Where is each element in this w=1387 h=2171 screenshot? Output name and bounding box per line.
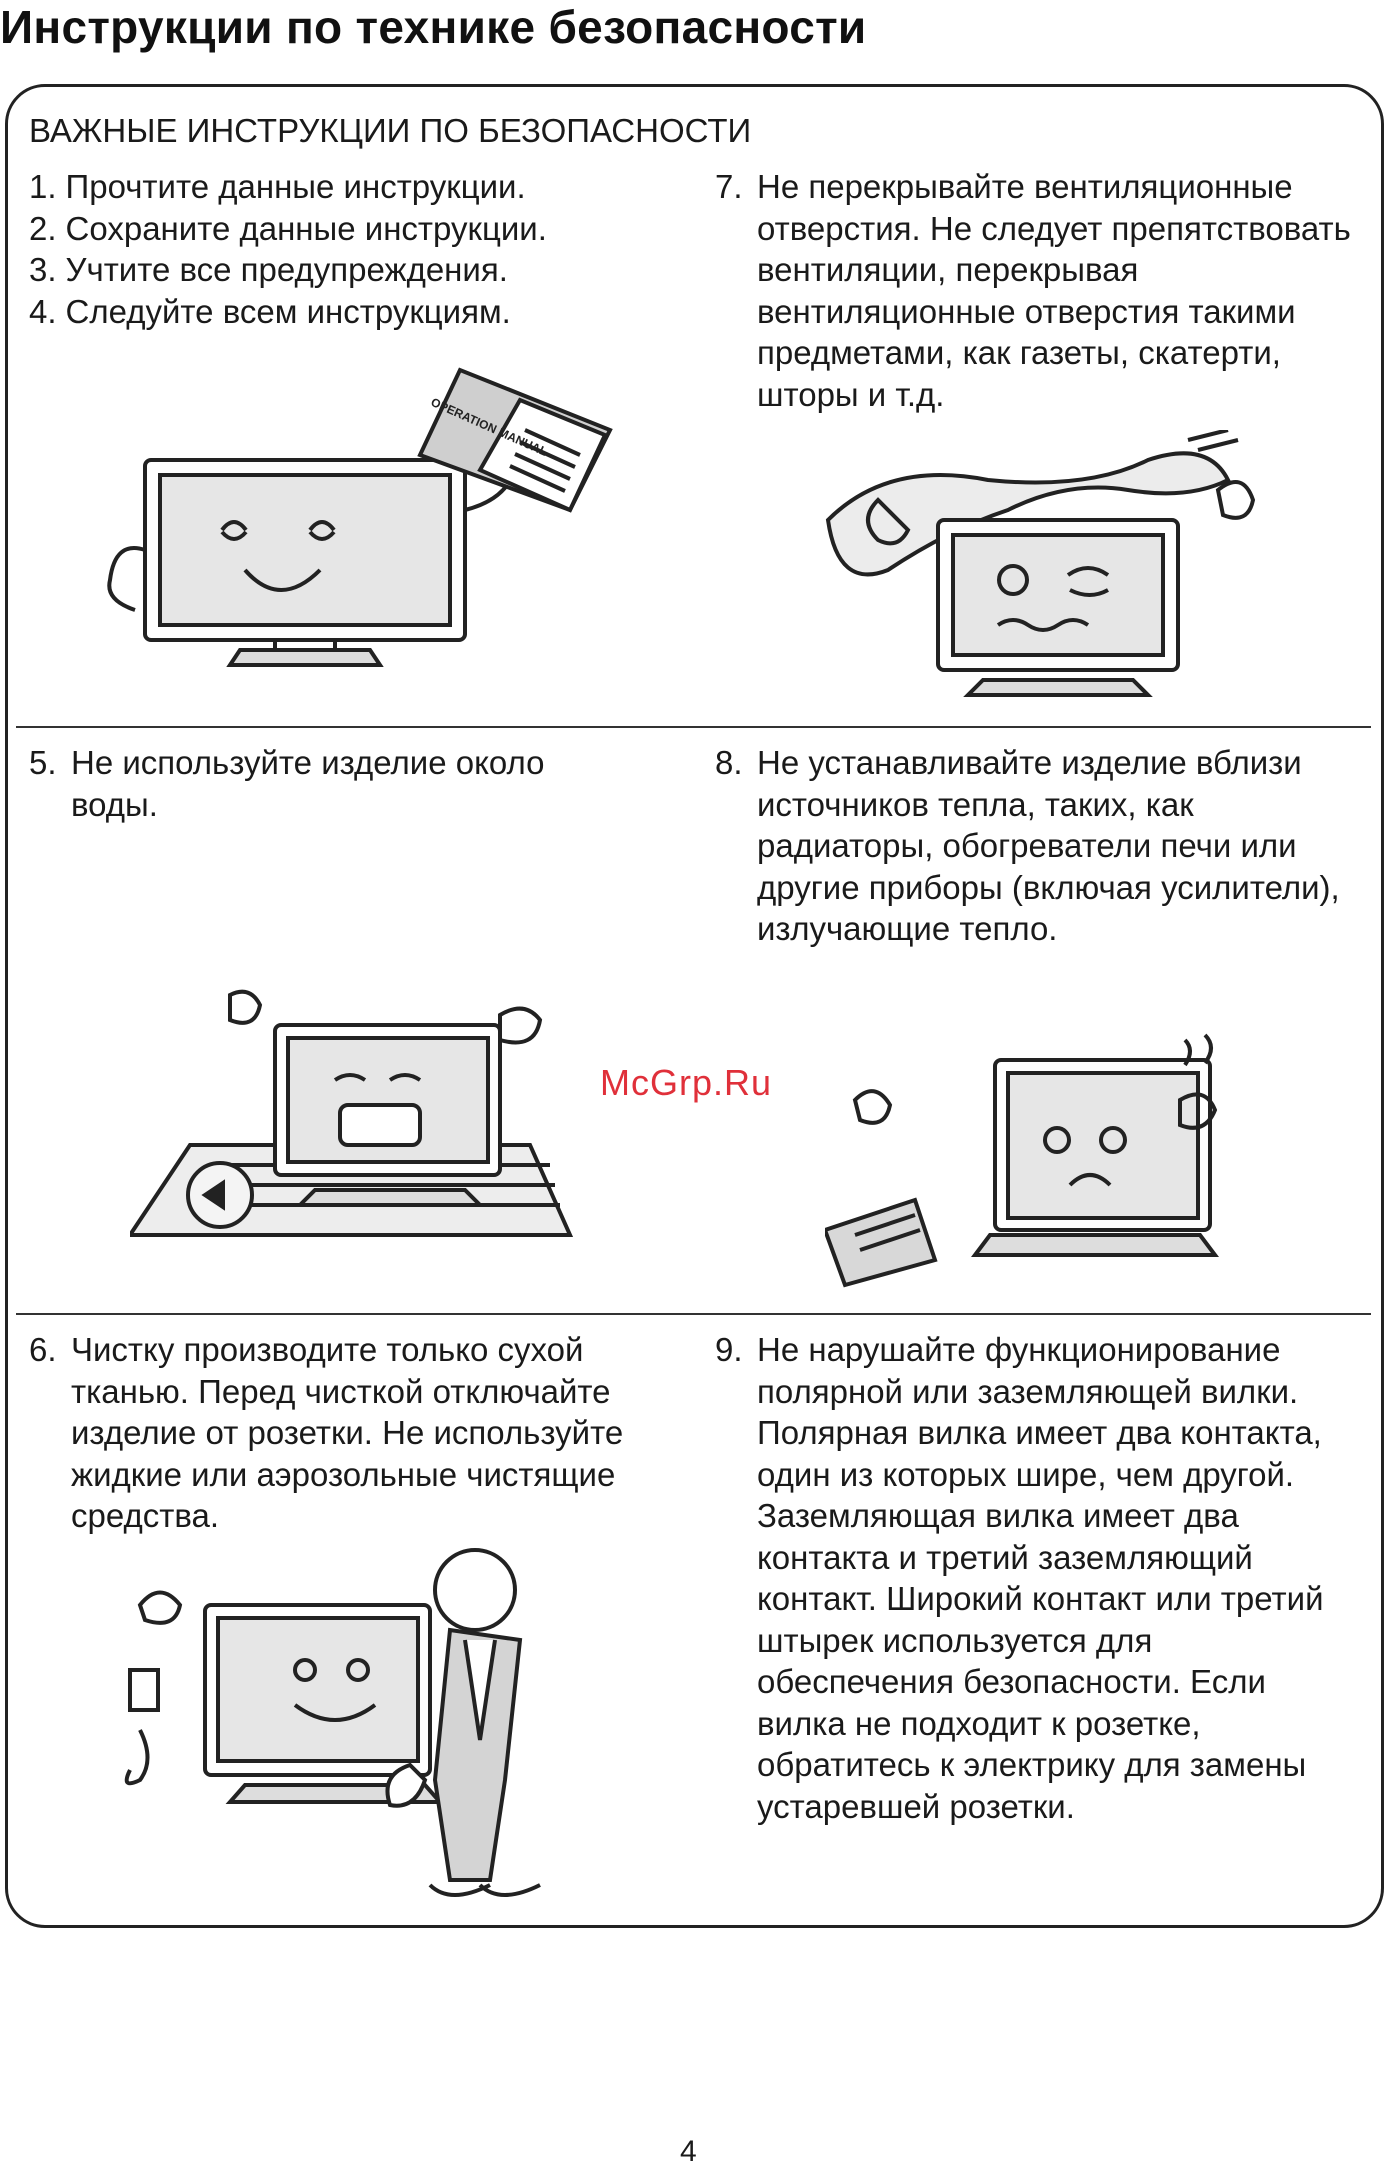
item-number: 4.: [29, 292, 57, 330]
list-item: 1.Прочтите данные инструкции.: [29, 166, 669, 208]
item-text: Учтите все предупреждения.: [65, 251, 508, 288]
tv-covered-ventilation-illustration: [825, 430, 1256, 697]
instruction-item-8: 8. Не устанавливайте изделие вблизи исто…: [715, 742, 1355, 950]
section-divider: [16, 1313, 1371, 1315]
item-number: 5.: [29, 744, 57, 781]
tv-near-heater-illustration: [825, 1033, 1219, 1288]
item-number: 9.: [715, 1331, 743, 1368]
list-item: 4.Следуйте всем инструкциям.: [29, 291, 669, 333]
instruction-item-9: 9. Не нарушайте функционирование полярно…: [715, 1329, 1355, 1827]
man-cleaning-tv-illustration: [124, 1548, 541, 1897]
item-text: Не перекрывайте вентиляционные отверстия…: [757, 168, 1351, 413]
page-number: 4: [680, 2135, 697, 2168]
item-text: Сохраните данные инструкции.: [65, 209, 547, 247]
item-text: Чистку производите только сухой тканью. …: [71, 1331, 624, 1534]
list-item: 3.Учтите все предупреждения.: [29, 249, 669, 291]
instruction-list-1-4: 1.Прочтите данные инструкции. 2.Сохранит…: [29, 166, 669, 332]
page-title: Инструкции по технике безопасности: [0, 1, 867, 53]
item-number: 1.: [29, 168, 57, 205]
item-text: Не нарушайте функционирование полярной и…: [757, 1331, 1324, 1825]
item-number: 2.: [29, 209, 57, 247]
item-text: Прочтите данные инструкции.: [65, 168, 526, 205]
list-item: 2.Сохраните данные инструкции.: [29, 208, 669, 250]
item-number: 3.: [29, 251, 57, 288]
item-number: 7.: [715, 168, 743, 205]
content-frame: [5, 84, 1384, 1928]
item-number: 8.: [715, 744, 743, 781]
item-number: 6.: [29, 1331, 57, 1368]
item-text: Следуйте всем инструкциям.: [65, 292, 511, 330]
instruction-item-5: 5. Не используйте изделие около воды.: [29, 742, 669, 825]
watermark: McGrp.Ru: [600, 1062, 773, 1103]
section-divider: [16, 726, 1371, 728]
instruction-item-7: 7. Не перекрывайте вентиляционные отверс…: [715, 166, 1355, 415]
instruction-item-6: 6. Чистку производите только сухой ткань…: [29, 1329, 689, 1537]
item-text: Не устанавливайте изделие вблизи источни…: [757, 744, 1340, 947]
section-heading: ВАЖНЫЕ ИНСТРУКЦИИ ПО БЕЗОПАСНОСТИ: [29, 112, 752, 149]
tv-reading-manual-illustration: OPERATION MANUAL: [107, 367, 613, 667]
item-text: Не используйте изделие около воды.: [71, 744, 545, 823]
tv-near-water-illustration: [130, 989, 574, 1237]
